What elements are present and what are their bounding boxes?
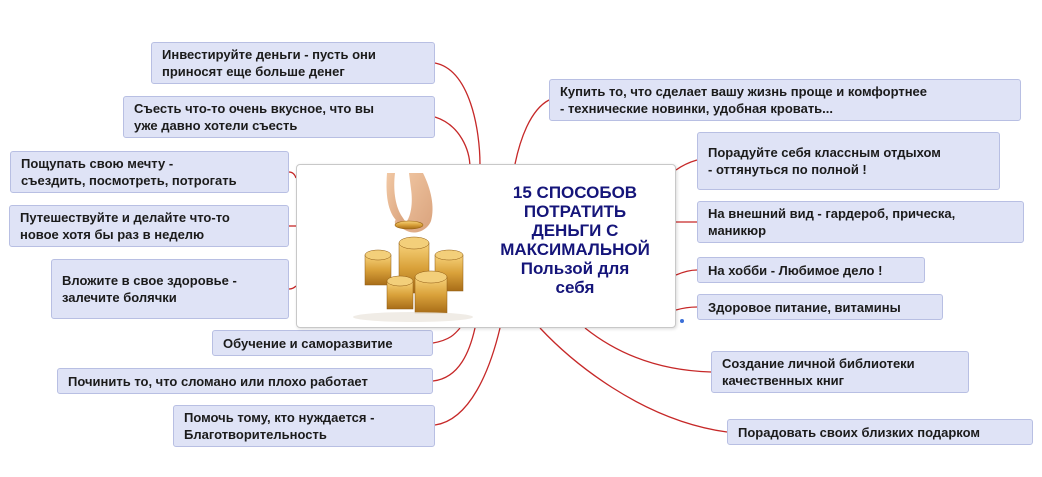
connector-right-5 bbox=[675, 306, 698, 311]
connector-left-5 bbox=[288, 285, 297, 290]
connector-right-7 bbox=[539, 327, 728, 433]
node-education: Обучение и саморазвитие bbox=[212, 330, 433, 356]
node-travel: Путешествуйте и делайте что-то новое хот… bbox=[9, 205, 289, 247]
node-tasty-food: Съесть что-то очень вкусное, что вы уже … bbox=[123, 96, 435, 138]
connector-left-1 bbox=[434, 62, 481, 166]
node-vacation: Порадуйте себя классным отдыхом - оттяну… bbox=[697, 132, 1000, 190]
node-buy-comfort: Купить то, что сделает вашу жизнь проще … bbox=[549, 79, 1021, 121]
node-gifts: Порадовать своих близких подарком bbox=[727, 419, 1033, 445]
connector-right-4 bbox=[675, 269, 698, 276]
node-library: Создание личной библиотеки качественных … bbox=[711, 351, 969, 393]
node-charity: Помочь тому, кто нуждается - Благотворит… bbox=[173, 405, 435, 447]
node-repair: Починить то, что сломано или плохо работ… bbox=[57, 368, 433, 394]
connector-left-2 bbox=[434, 116, 471, 169]
node-touch-dream: Пощупать свою мечту - съездить, посмотре… bbox=[10, 151, 289, 193]
node-nutrition: Здоровое питание, витамины bbox=[697, 294, 943, 320]
central-topic: 15 СПОСОБОВ ПОТРАТИТЬ ДЕНЬГИ С МАКСИМАЛЬ… bbox=[296, 164, 676, 328]
connector-right-6 bbox=[584, 327, 712, 373]
node-appearance: На внешний вид - гардероб, прическа, ман… bbox=[697, 201, 1024, 243]
central-topic-title: 15 СПОСОБОВ ПОТРАТИТЬ ДЕНЬГИ С МАКСИМАЛЬ… bbox=[500, 183, 650, 297]
node-hobby: На хобби - Любимое дело ! bbox=[697, 257, 925, 283]
connector-left-7 bbox=[432, 327, 476, 382]
connector-right-1 bbox=[514, 99, 550, 165]
connector-left-6 bbox=[432, 327, 461, 344]
node-invest: Инвестируйте деньги - пусть они приносят… bbox=[151, 42, 435, 84]
connector-right-2 bbox=[675, 159, 698, 171]
connector-left-3 bbox=[288, 171, 297, 179]
connector-left-8 bbox=[434, 327, 501, 426]
hand-with-gold-coins-icon bbox=[353, 173, 473, 322]
node-health: Вложите в свое здоровье - залечите боляч… bbox=[51, 259, 289, 319]
